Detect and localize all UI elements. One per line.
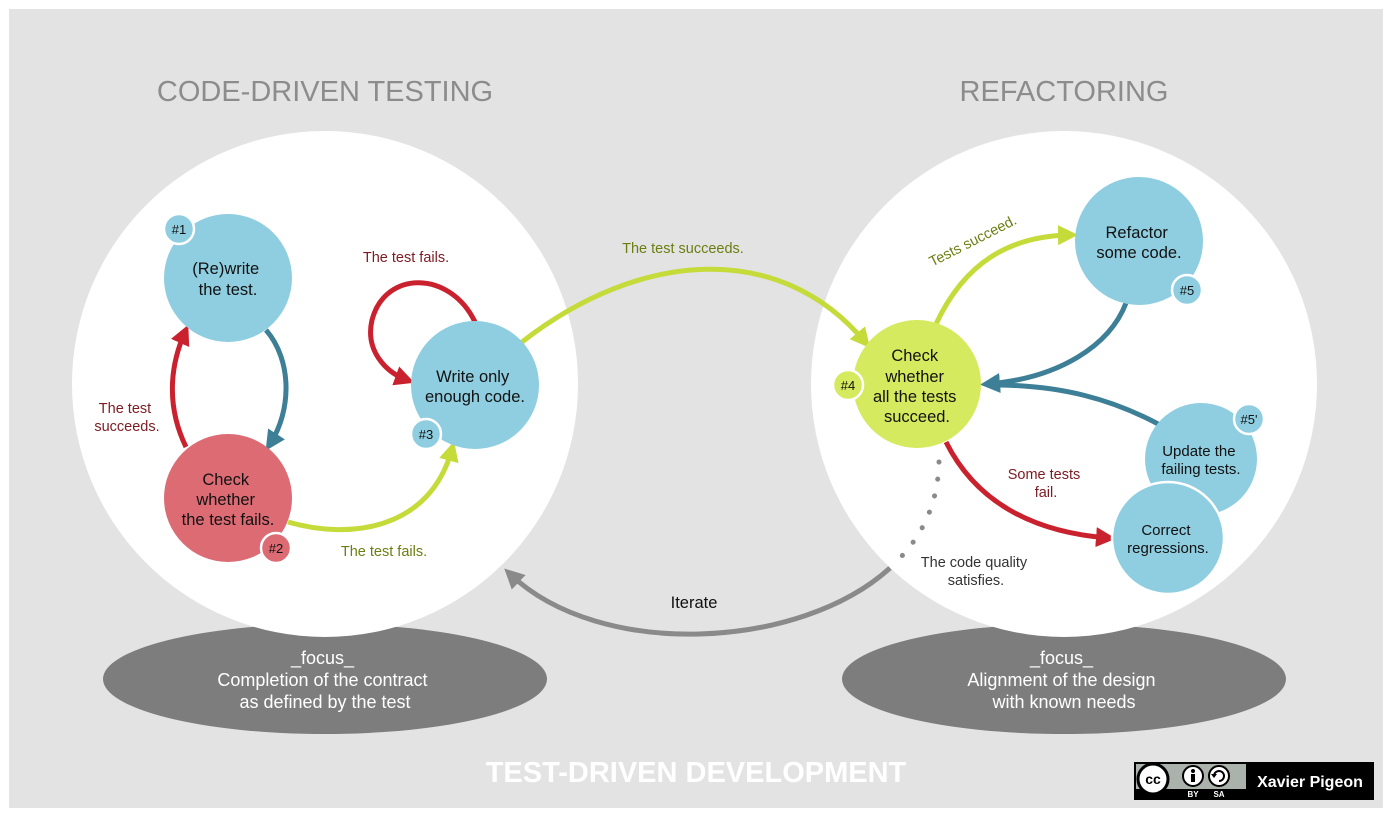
license-by-label: BY [1187,790,1199,799]
focus-ellipse-left [103,624,547,734]
node-rewrite-test: #1 (Re)write the test. [162,212,292,342]
node-check-all-tests: #4 Check whether all the tests succeed. [831,320,981,448]
node-update-tests-text: Update the failing tests. [1161,443,1240,478]
badge-5-label: #5 [1180,283,1194,298]
arrow-check-all-to-correct [943,440,1116,548]
badge-5-prime [1232,402,1266,436]
focus-text-right: _focus_ Alignment of the design with kno… [967,648,1160,712]
badge-4 [831,368,865,402]
section-title-left: CODE-DRIVEN TESTING [157,76,493,108]
node-check-test-fails: #2 Check whether the test fails. [164,434,293,565]
node-check-fail-text: Check whether the test fails. [182,471,275,529]
cc-icon-label: cc [1145,771,1161,787]
arrow-update-tests-to-check-all [999,382,1162,428]
label-code-quality-satisfies: The code quality satisfies. [921,555,1031,589]
label-iterate: Iterate [671,594,718,612]
label-test-succeeds-left: The test succeeds. [94,401,159,435]
arrow-refactor-to-check-all [980,302,1129,393]
node-check-all-text: Check whether all the tests succeed. [873,347,961,426]
label-test-fails-loop: The test fails. [363,250,449,266]
arrow-check-fail-to-rewrite [169,324,190,449]
focus-text-left: _focus_ Completion of the contract as de… [217,648,432,712]
label-some-tests-fail: Some tests fail. [1008,467,1085,501]
badge-1-label: #1 [172,222,186,237]
arrow-check-all-to-refactor [933,225,1078,326]
cc-icon [1136,762,1170,796]
label-test-fails-bottom: The test fails. [341,544,427,560]
arrow-iterate [504,566,892,637]
arrow-check-fail-to-write-code [287,441,459,533]
author-name: Xavier Pigeon [1257,774,1363,791]
dotted-path-code-quality [890,459,942,568]
node-refactor-code: #5 Refactor some code. [1075,177,1204,307]
node-correct-text: Correct regressions. [1127,522,1209,557]
node-write-code-text: Write only enough code. [425,368,525,406]
badge-1 [162,212,196,246]
section-title-bottom: TEST-DRIVEN DEVELOPMENT [486,757,907,789]
section-title-right: REFACTORING [960,76,1169,108]
badge-3-label: #3 [419,427,433,442]
badge-2-label: #2 [269,541,283,556]
share-alike-icon [1208,765,1230,787]
arrow-write-code-to-check-all [520,266,871,349]
badge-2 [259,531,293,565]
arrow-write-code-loop [368,280,478,386]
badge-5-prime-label: #5' [1241,412,1258,427]
node-correct-regressions: Correct regressions. [1110,480,1226,596]
label-test-succeeds-middle: The test succeeds. [622,241,744,257]
badge-5 [1170,273,1204,307]
node-rewrite-text: (Re)write the test. [192,260,264,299]
badge-3 [409,417,443,451]
cc-by-sa-license-badge: cc BY SA Xavier Pigeon [1134,762,1374,800]
focus-ellipse-right [842,624,1286,734]
badge-4-label: #4 [841,378,855,393]
node-refactor-text: Refactor some code. [1096,224,1181,262]
arrow-rewrite-to-check-fail [264,328,289,451]
license-sa-label: SA [1213,790,1224,799]
node-write-code: #3 Write only enough code. [409,321,539,451]
